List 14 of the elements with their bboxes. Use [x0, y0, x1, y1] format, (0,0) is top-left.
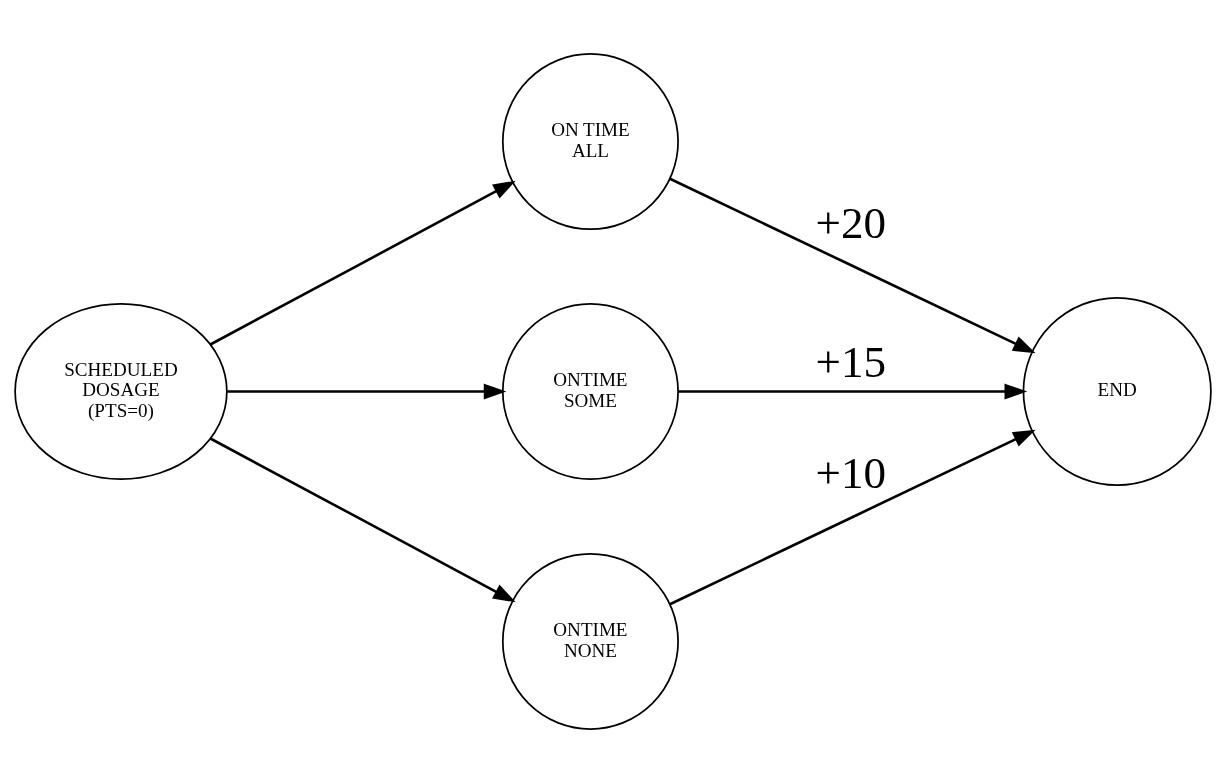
- node-circle: ONTIME SOME: [501, 303, 679, 480]
- edge-label: +10: [815, 448, 887, 499]
- node-circle: ONTIME NONE: [501, 552, 679, 730]
- arrow: [209, 437, 516, 603]
- arrow: [227, 383, 507, 400]
- edge-label: +20: [815, 198, 887, 249]
- arrow: [669, 429, 1036, 606]
- node-circle: ON TIME ALL: [501, 53, 679, 231]
- node-circle: END: [1022, 296, 1212, 487]
- arrow: [209, 180, 516, 346]
- arrow: [678, 383, 1028, 400]
- arrow: [669, 177, 1036, 354]
- node-ellipse: SCHEDULED DOSAGE (PTS=0): [14, 303, 228, 480]
- edge-label: +15: [815, 337, 887, 388]
